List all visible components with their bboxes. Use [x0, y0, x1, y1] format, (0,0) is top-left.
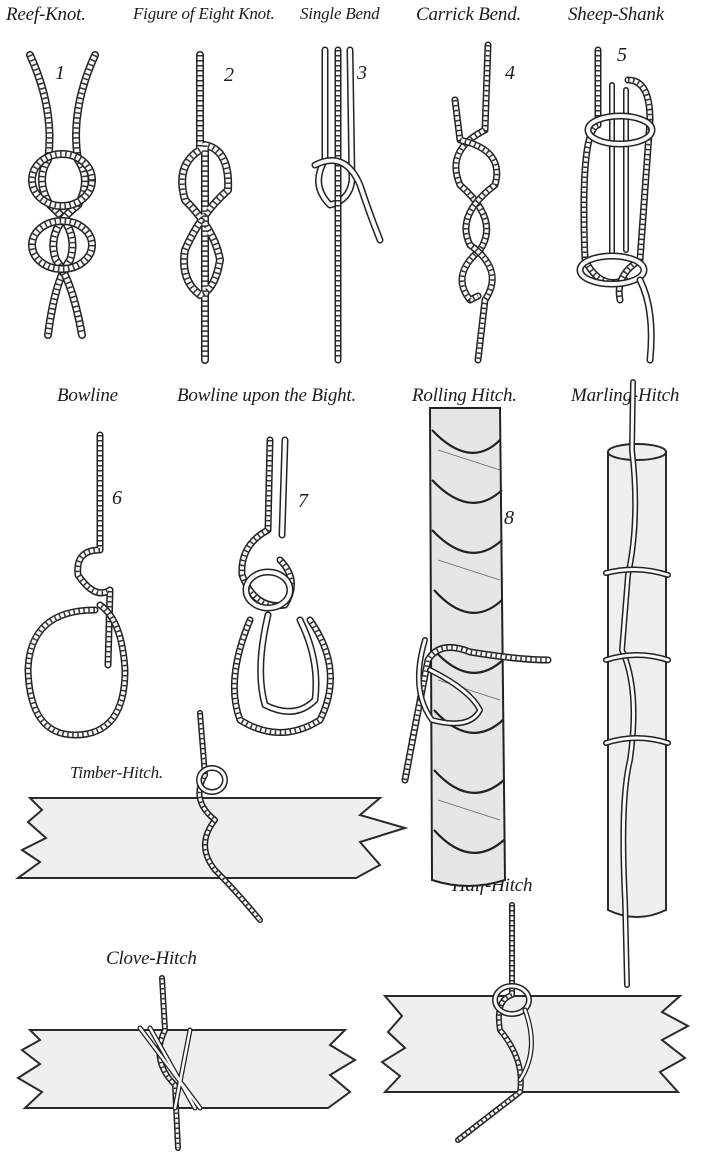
carrick-bend-illustration [455, 45, 497, 360]
reef-knot-illustration [30, 55, 95, 335]
half-hitch-spar-illustration [382, 996, 688, 1092]
sheep-shank-illustration [580, 50, 652, 360]
single-bend-illustration [315, 50, 380, 360]
figure-of-eight-illustration [182, 55, 228, 360]
bowline-on-bight-illustration [234, 440, 330, 733]
bowline-illustration [28, 435, 125, 735]
